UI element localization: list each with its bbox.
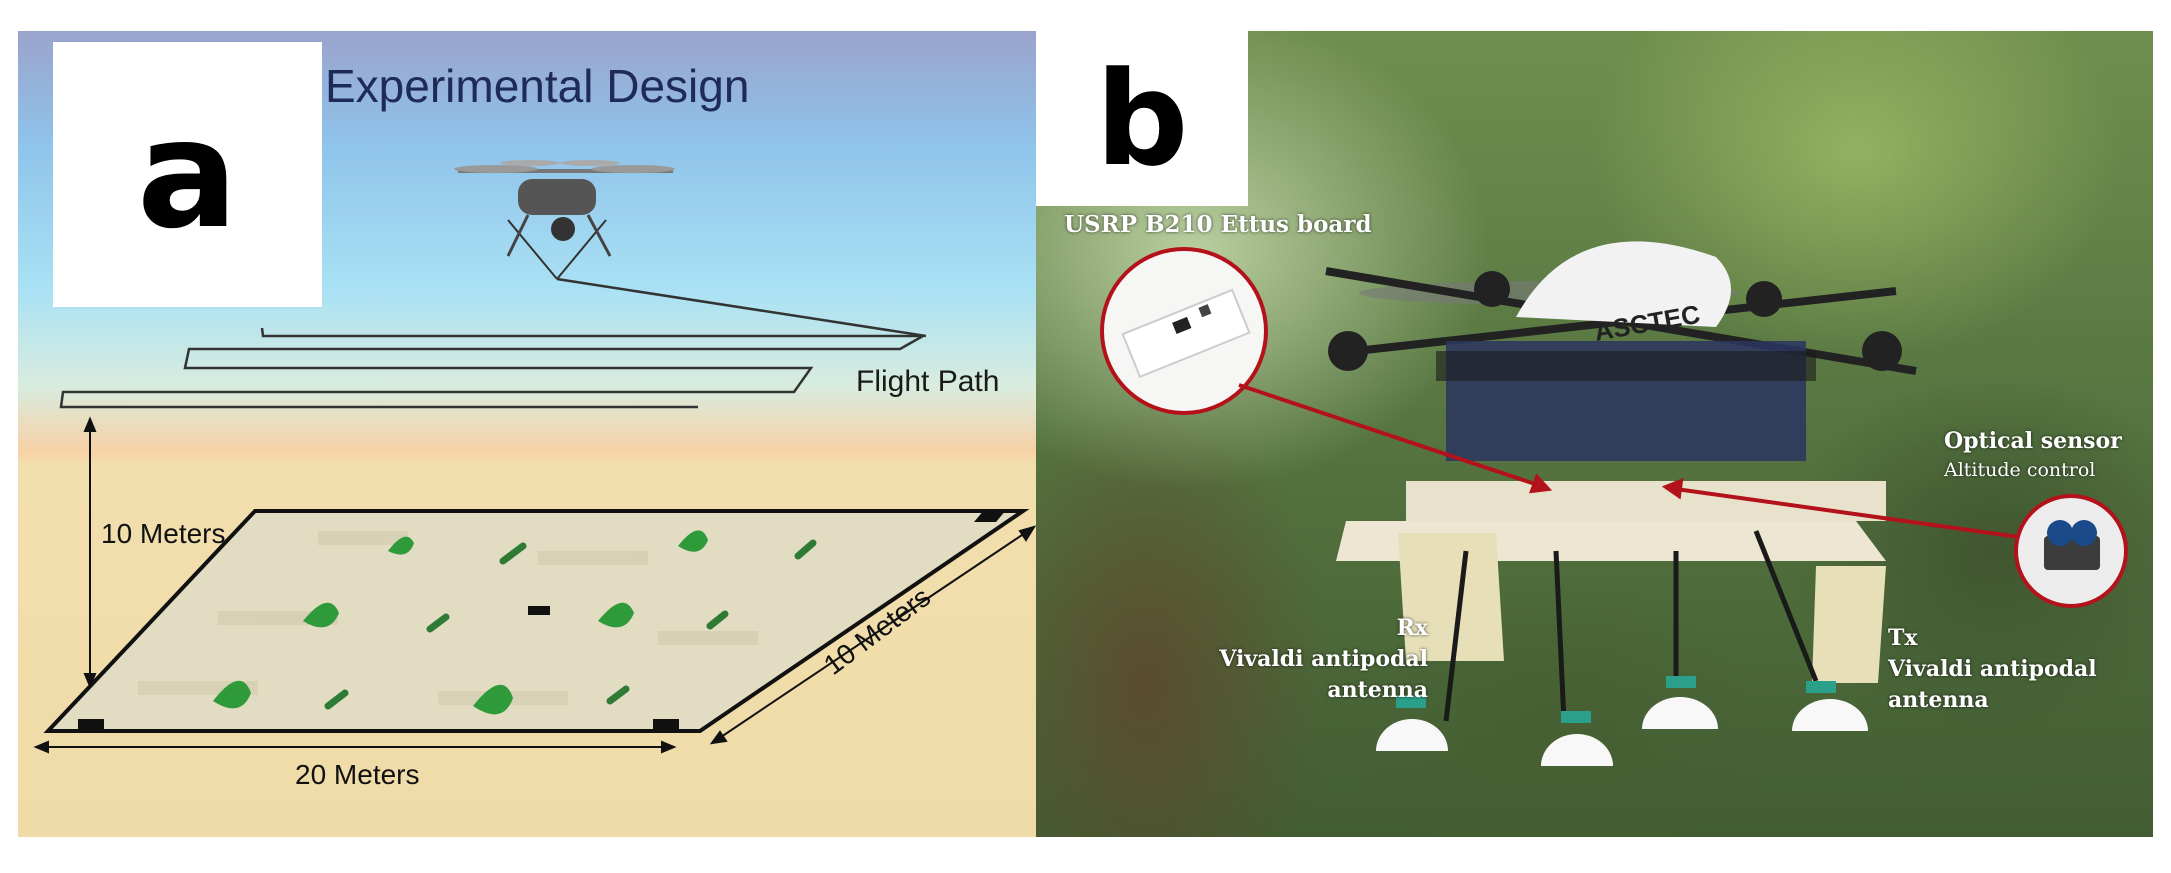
rx-line: antenna	[1327, 677, 1428, 703]
panel-a-experimental-design: a Experimental Design Flight Path 10 Met…	[18, 31, 1036, 837]
pointer-arrows	[1238, 383, 2020, 539]
rx-antenna-label: Rx Vivaldi antipodal antenna	[1168, 613, 1428, 706]
optical-sensor-label: Optical sensor	[1944, 428, 2122, 454]
optical-sensor-callout	[2014, 494, 2128, 608]
rx-line: Rx	[1396, 615, 1428, 641]
usrp-board-callout	[1100, 247, 1268, 415]
panel-b-letter: b	[1036, 31, 1248, 206]
width-arrow	[33, 740, 677, 754]
rx-line: Vivaldi antipodal	[1219, 646, 1428, 672]
flight-path-label: Flight Path	[856, 365, 1000, 398]
tx-antenna-label: Tx Vivaldi antipodal antenna	[1888, 623, 2097, 716]
panel-b-drone-photo: ASCTEC	[1036, 31, 2153, 837]
panel-a-letter: a	[53, 42, 322, 307]
tx-line: Tx	[1888, 625, 1918, 651]
flight-path	[59, 327, 924, 409]
panel-a-title: Experimental Design	[325, 60, 750, 112]
drone-photo: ASCTEC	[1325, 241, 1917, 766]
height-label: 10 Meters	[101, 518, 226, 549]
width-label: 20 Meters	[295, 759, 420, 790]
tx-line: antenna	[1888, 687, 1989, 713]
depth-arrow	[709, 525, 1036, 745]
panel-b-drawing: ASCTEC	[1100, 241, 2128, 766]
drone-icon	[454, 160, 675, 257]
usrp-board-label: USRP B210 Ettus board	[1064, 211, 1372, 238]
panel-a-drawing	[33, 160, 1036, 754]
optical-sensor-sublabel: Altitude control	[1944, 459, 2096, 481]
tether-line	[556, 277, 927, 338]
tx-line: Vivaldi antipodal	[1888, 656, 2097, 682]
sensor-icons	[324, 539, 817, 710]
ground-plot	[43, 509, 1030, 733]
height-arrow	[83, 416, 97, 689]
plant-icons	[213, 530, 708, 715]
